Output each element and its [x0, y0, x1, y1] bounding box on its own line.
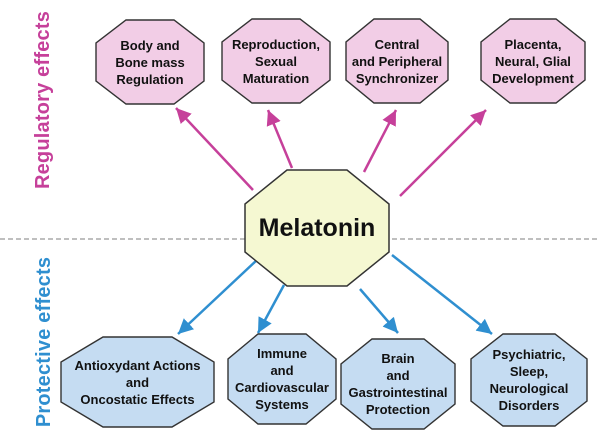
- reproduction-node-label-line: Reproduction,: [231, 36, 321, 52]
- placenta-development-node-shape: [480, 18, 586, 104]
- synchronizer-node-label-line: Central: [374, 36, 420, 52]
- brain-gastrointestinal-node-label-line: and: [386, 368, 410, 383]
- melatonin-label: Melatonin: [258, 214, 376, 242]
- synchronizer-node-shape: [345, 18, 449, 104]
- reproduction-node-label-line: Maturation: [242, 70, 310, 86]
- brain-gastrointestinal-node-label-line: Protection: [365, 402, 431, 417]
- arrow-to-immune: [256, 284, 286, 334]
- psychiatric-sleep-node-label-line: Disorders: [498, 398, 560, 413]
- psychiatric-sleep-node-label-line: Sleep,: [509, 364, 549, 379]
- brain-gastrointestinal-node-label-line: Brain: [381, 351, 415, 366]
- arrow-to-brain: [359, 288, 399, 334]
- placenta-development-node-label-line: Neural, Glial: [495, 53, 571, 69]
- placenta-development-node-label-line: Placenta,: [504, 36, 562, 52]
- brain-gastrointestinal-node-label-line: Gastrointestinal: [348, 385, 448, 400]
- arrow-to-body-bone: [175, 107, 254, 191]
- arrow-to-psychiatric: [391, 254, 493, 335]
- arrow-to-antioxydant: [177, 258, 259, 335]
- body-bone-mass-node-shape: [95, 19, 205, 105]
- arrow-to-synchronizer: [362, 109, 398, 173]
- arrow-to-placenta: [399, 109, 487, 197]
- synchronizer-node-label-line: Synchronizer: [355, 70, 439, 86]
- immune-cardiovascular-node-shape: [227, 333, 337, 425]
- immune-cardiovascular-node-label-line: Cardiovascular: [235, 380, 329, 395]
- body-bone-mass-node-label-line: Regulation: [116, 71, 184, 87]
- psychiatric-sleep-node-shape: [470, 333, 588, 427]
- body-bone-mass-node-label-line: Bone mass: [115, 54, 185, 70]
- protective-effects-label: Protective effects: [33, 256, 55, 428]
- immune-cardiovascular-node-label-line: Immune: [257, 346, 307, 361]
- brain-gastrointestinal-node-shape: [340, 338, 456, 430]
- immune-cardiovascular-node-label-line: and: [270, 363, 294, 378]
- arrow-to-reproduction: [266, 109, 294, 169]
- body-bone-mass-node-label-line: Body and: [120, 37, 180, 53]
- reproduction-node-label-line: Sexual: [255, 53, 297, 69]
- psychiatric-sleep-node-label-line: Psychiatric,: [492, 347, 566, 362]
- reproduction-node-shape: [221, 18, 331, 104]
- melatonin-node: Melatonin: [244, 169, 390, 287]
- synchronizer-node-label-line: and Peripheral: [351, 53, 443, 69]
- immune-cardiovascular-node-label-line: Systems: [255, 397, 309, 412]
- antioxydant-oncostatic-node-label-line: and: [125, 374, 150, 390]
- regulatory-effects-label: Regulatory effects: [32, 10, 54, 190]
- psychiatric-sleep-node-label-line: Neurological: [489, 381, 569, 396]
- antioxydant-oncostatic-node-label-line: Antioxydant Actions: [74, 357, 201, 373]
- antioxydant-oncostatic-node-shape: [60, 336, 215, 428]
- placenta-development-node-label-line: Development: [492, 70, 574, 86]
- antioxydant-oncostatic-node-label-line: Oncostatic Effects: [80, 391, 195, 407]
